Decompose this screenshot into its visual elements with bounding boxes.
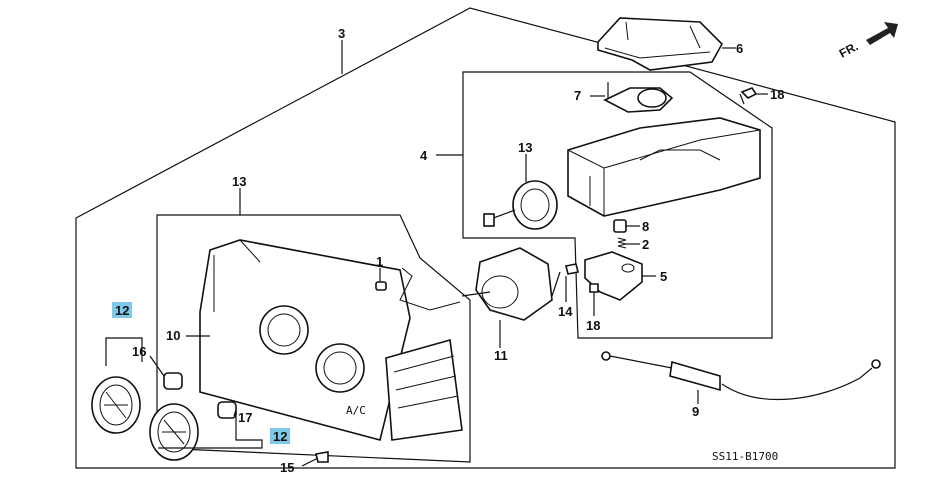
control-unit-outline-4	[462, 71, 773, 339]
part-5-bracket	[584, 251, 643, 301]
part-7-lever	[603, 82, 674, 113]
part-18-screw-mid	[589, 283, 599, 306]
callout-12-upper-group: 12	[112, 302, 132, 318]
part-16-screw	[551, 263, 579, 297]
part-12-knob-right	[149, 403, 199, 461]
part-1-bulb	[375, 267, 461, 311]
callout-18-mid: 18	[586, 318, 600, 333]
callout-2: 2	[642, 237, 649, 252]
callout-10: 10	[166, 328, 180, 343]
front-direction-marker: FR.	[837, 22, 898, 61]
front-label: FR.	[837, 39, 861, 60]
callout-12-lower: 12	[273, 429, 287, 444]
callout-3: 3	[338, 26, 345, 41]
part-9-cable	[601, 351, 881, 400]
callout-15: 13	[232, 174, 246, 189]
part-8-clip	[613, 219, 627, 233]
callout-11: 11	[494, 348, 508, 363]
callout-13-upper: 16	[132, 344, 146, 359]
part-17-screw	[301, 451, 329, 467]
callout-1: 1	[376, 254, 383, 269]
callout-5: 5	[660, 269, 667, 284]
leader-lines	[105, 40, 768, 449]
callout-8: 8	[642, 219, 649, 234]
callout-6: 6	[736, 41, 743, 56]
panel-ac-label: A/C	[346, 404, 366, 417]
callout-12-upper: 12	[115, 303, 129, 318]
assembly-outline-3	[75, 7, 896, 469]
part-11-motor	[461, 247, 553, 321]
part-6-cover	[597, 17, 723, 71]
part-18-screw-top	[739, 87, 758, 105]
part-4-housing	[567, 117, 761, 217]
callout-12-lower-highlight	[270, 428, 290, 444]
callout-4: 4	[420, 148, 428, 163]
callout-16: 14	[558, 304, 573, 319]
callout-14: 13	[518, 140, 532, 155]
vent-louver	[385, 338, 463, 441]
callout-17: 15	[280, 460, 294, 475]
callout-7: 7	[574, 88, 581, 103]
part-13-cap-lower	[217, 401, 237, 419]
callout-12-lower-group: 12	[270, 428, 290, 444]
part-12-knob-left	[91, 376, 141, 434]
part-13-cap-upper	[163, 372, 183, 390]
callout-13-lower: 17	[238, 410, 252, 425]
part-14-gear	[483, 180, 558, 230]
front-arrow-icon	[866, 22, 898, 45]
callout-9: 9	[692, 404, 699, 419]
diagram-code: SS11-B1700	[712, 450, 778, 463]
callout-12-upper-highlight	[112, 302, 132, 318]
part-10-panel: A/C	[199, 239, 411, 441]
callout-18-top: 18	[770, 87, 784, 102]
part-2-spring	[617, 237, 627, 249]
